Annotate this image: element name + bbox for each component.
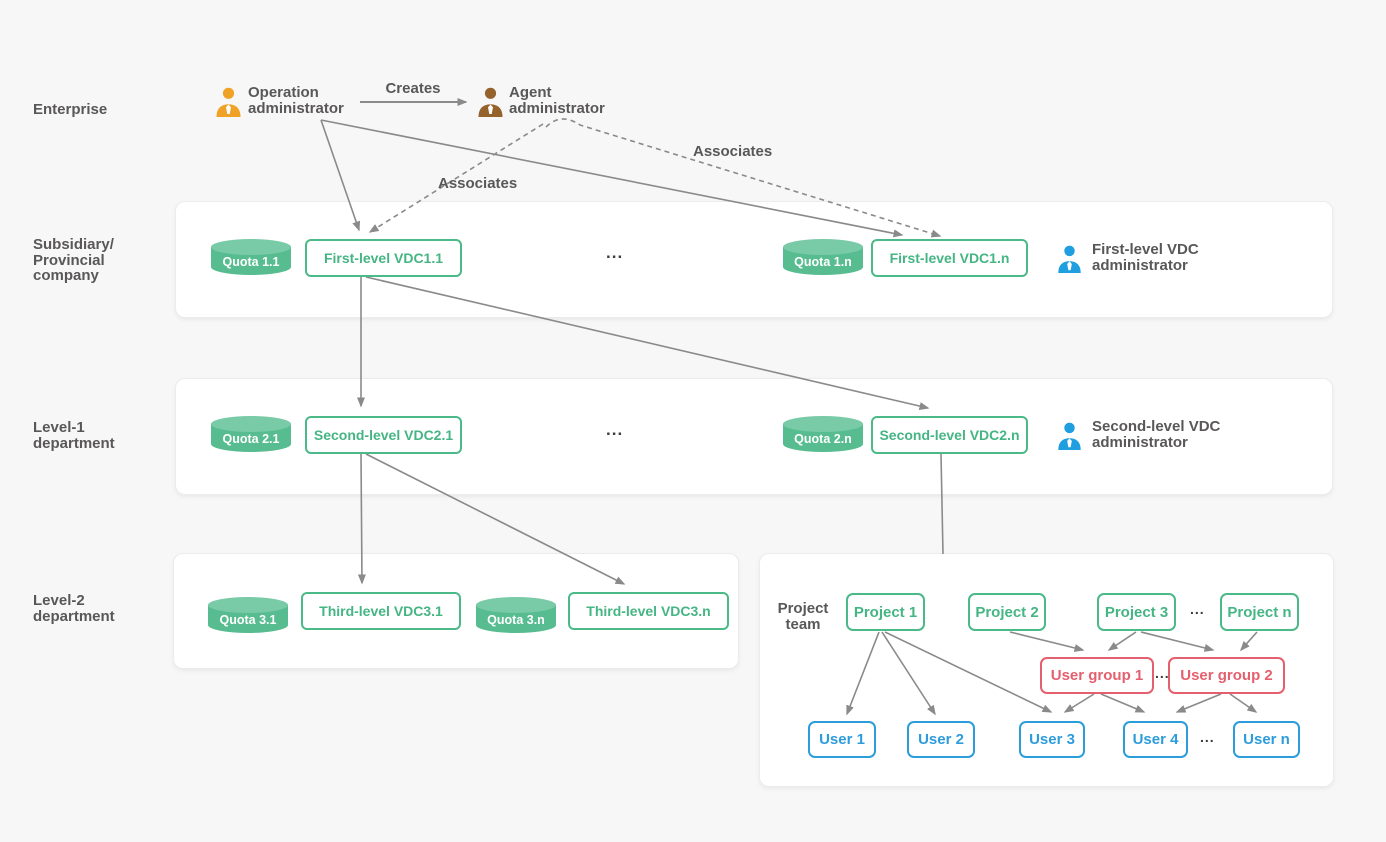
- row2-ellipsis: ...: [606, 420, 624, 439]
- user-groups-ellipsis: ...: [1155, 665, 1170, 681]
- project-3-box: Project 3: [1097, 593, 1176, 631]
- quota-3-1-label: Quota 3.1: [220, 613, 277, 627]
- user-1-box: User 1: [808, 721, 876, 758]
- users-ellipsis: ...: [1200, 729, 1215, 745]
- quota-3-n-label: Quota 3.n: [487, 613, 545, 627]
- first-level-vdc1-n-box: First-level VDC1.n: [871, 239, 1028, 277]
- first-level-vdc-administrator-label: First-level VDC administrator: [1092, 241, 1199, 274]
- user-group-2-box: User group 2: [1168, 657, 1285, 694]
- quota-3-n-cylinder: Quota 3.n: [476, 597, 556, 633]
- project-team-label: Project team: [777, 600, 829, 633]
- quota-1-n-cylinder: Quota 1.n: [783, 239, 863, 275]
- operation-administrator-label: Operation administrator: [248, 84, 344, 117]
- label-level2-department: Level-2 department: [33, 592, 115, 625]
- first-level-vdc-administrator-icon: [1058, 245, 1081, 273]
- third-level-vdc3-1-box: Third-level VDC3.1: [301, 592, 461, 630]
- second-level-vdc-administrator-icon: [1058, 422, 1081, 450]
- project-1-box: Project 1: [846, 593, 925, 631]
- second-level-vdc2-1-box: Second-level VDC2.1: [305, 416, 462, 454]
- quota-1-1-cylinder: Quota 1.1: [211, 239, 291, 275]
- quota-3-1-cylinder: Quota 3.1: [208, 597, 288, 633]
- associates-label-left: Associates: [438, 175, 518, 192]
- project-n-box: Project n: [1220, 593, 1299, 631]
- label-level1-department: Level-1 department: [33, 419, 115, 452]
- agent-administrator-icon: [478, 87, 503, 117]
- quota-2-1-cylinder: Quota 2.1: [211, 416, 291, 452]
- quota-2-1-label: Quota 2.1: [223, 432, 280, 446]
- second-level-vdc-administrator-label: Second-level VDC administrator: [1092, 418, 1221, 451]
- associates-label-right: Associates: [693, 143, 773, 160]
- user-group-1-box: User group 1: [1040, 657, 1154, 694]
- quota-1-1-label: Quota 1.1: [223, 255, 280, 269]
- second-level-vdc2-n-box: Second-level VDC2.n: [871, 416, 1028, 454]
- quota-2-n-cylinder: Quota 2.n: [783, 416, 863, 452]
- row1-ellipsis: ...: [606, 243, 624, 262]
- creates-label: Creates: [385, 80, 441, 97]
- user-4-box: User 4: [1123, 721, 1188, 758]
- operation-administrator-icon: [216, 87, 241, 117]
- first-level-vdc1-1-box: First-level VDC1.1: [305, 239, 462, 277]
- label-enterprise: Enterprise: [33, 102, 107, 118]
- third-level-vdc3-n-box: Third-level VDC3.n: [568, 592, 729, 630]
- project-2-box: Project 2: [968, 593, 1046, 631]
- label-enterprise-line: Enterprise: [33, 101, 108, 118]
- quota-1-n-label: Quota 1.n: [794, 255, 852, 269]
- quota-2-n-label: Quota 2.n: [794, 432, 852, 446]
- user-3-box: User 3: [1019, 721, 1085, 758]
- agent-administrator-label: Agent administrator: [509, 84, 605, 117]
- user-n-box: User n: [1233, 721, 1300, 758]
- label-subsidiary-provincial-company: Subsidiary/ Provincial company: [33, 236, 114, 284]
- user-2-box: User 2: [907, 721, 975, 758]
- projects-ellipsis: ...: [1190, 601, 1205, 617]
